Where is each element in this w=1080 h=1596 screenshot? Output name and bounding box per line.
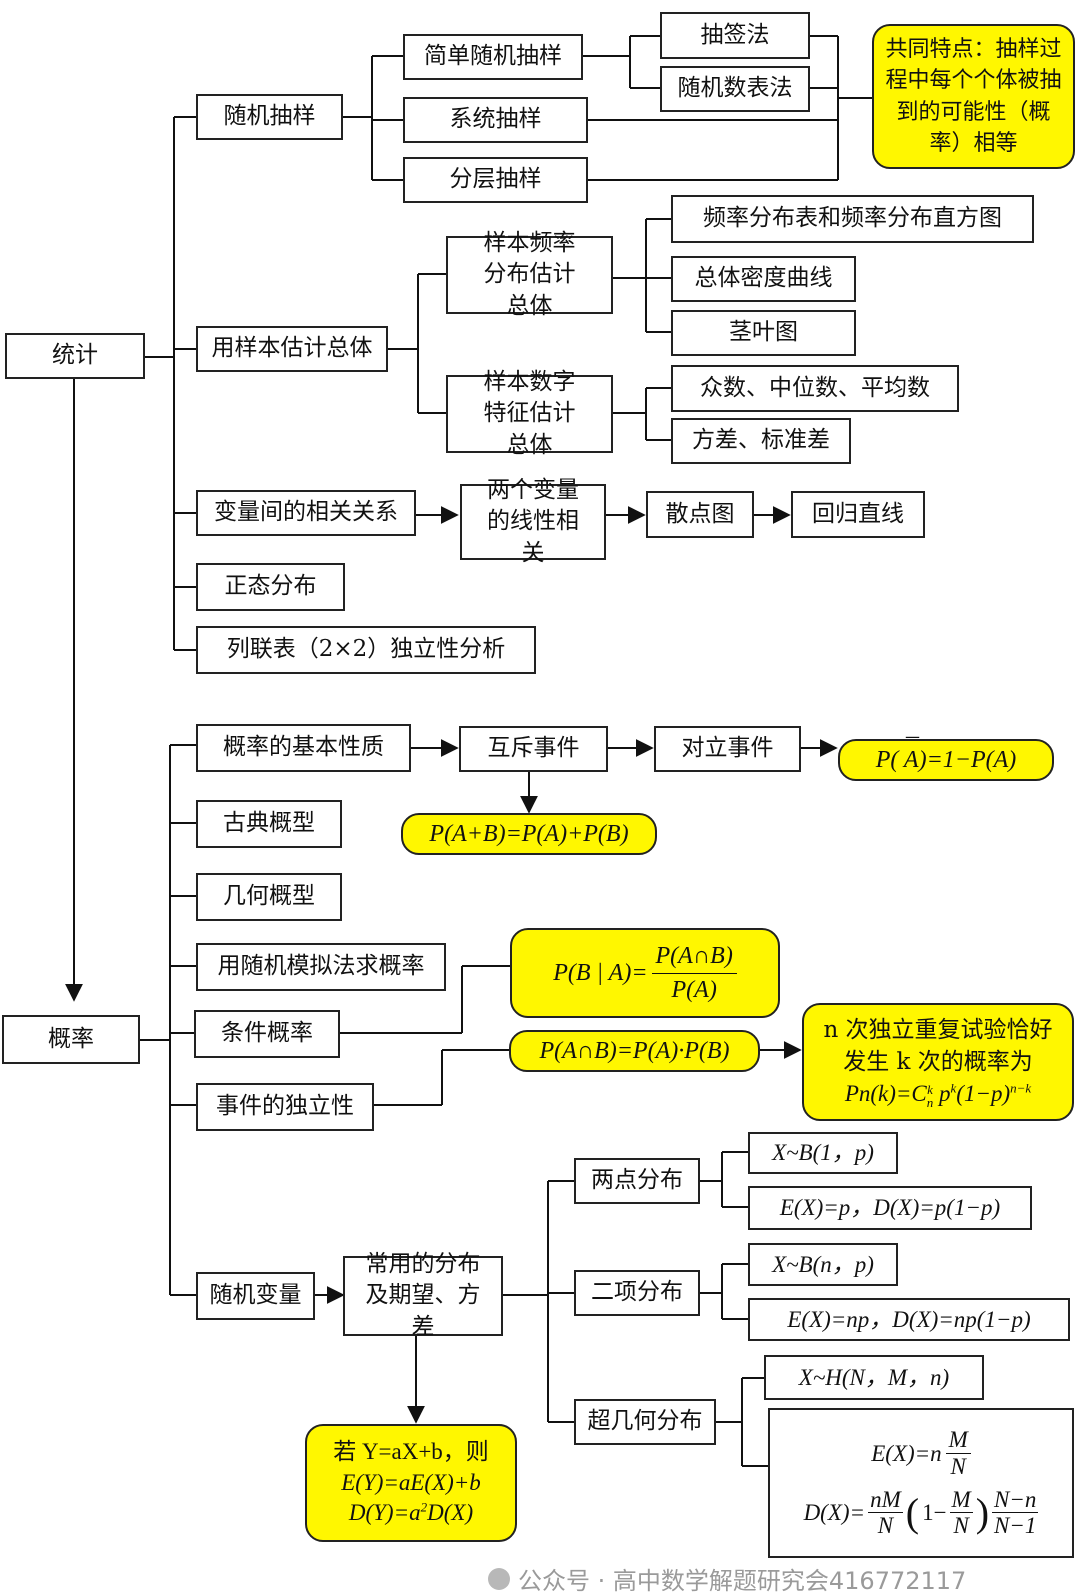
- hyper-d-frac-a: nM N: [868, 1487, 903, 1539]
- node-frequency-distribution: 样本频率分布估计总体: [446, 230, 613, 319]
- node-freq-histogram: 频率分布表和频率分布直方图: [671, 195, 1034, 243]
- node-simulation: 用随机模拟法求概率: [196, 943, 446, 991]
- node-basic-properties: 概率的基本性质: [196, 724, 411, 772]
- node-distributions: 常用的分布及期望、方差: [343, 1251, 503, 1340]
- node-conditional: 条件概率: [194, 1010, 340, 1058]
- node-variance-sd: 方差、标准差: [671, 418, 851, 464]
- hyper-e-num: M: [945, 1427, 971, 1454]
- node-complementary: 对立事件: [654, 726, 801, 772]
- node-estimate-population: 用样本估计总体: [196, 326, 388, 372]
- formula-complement-bar: ¯: [906, 734, 919, 763]
- bernoulli-p: p: [933, 1081, 951, 1107]
- hyper-e-lhs: E(X)=n: [871, 1440, 942, 1466]
- bernoulli-sup-k: k: [927, 1081, 933, 1097]
- formula-binomial-moments: E(X)=np，D(X)=np(1−p): [748, 1298, 1070, 1341]
- node-contingency-table: 列联表（2×2）独立性分析: [196, 626, 536, 674]
- watermark-text: 公众号 · 高中数学解题研究会416772117: [518, 1567, 967, 1595]
- stats-root: 统计: [5, 333, 145, 379]
- linear-line2: E(Y)=aE(X)+b: [341, 1469, 481, 1495]
- bernoulli-exp: n−k: [1010, 1080, 1032, 1096]
- node-random-number-table: 随机数表法: [660, 66, 810, 112]
- formula-linear-transform: 若 Y=aX+b，则 E(Y)=aE(X)+b D(Y)=a2D(X): [305, 1424, 517, 1542]
- node-mutually-exclusive: 互斥事件: [459, 726, 608, 772]
- formula-conditional-numerator: P(A∩B): [651, 940, 737, 974]
- note-bernoulli-line2: 发生 k 次的概率为: [843, 1048, 1033, 1075]
- hyper-variance: D(X)= nM N ( 1− M N ) N−n N−1: [804, 1487, 1039, 1539]
- node-density-curve: 总体密度曲线: [671, 256, 856, 302]
- hyper-d-c-num: N−n: [992, 1487, 1039, 1514]
- node-simple-random-sampling: 简单随机抽样: [403, 34, 583, 80]
- formula-conditional-denominator: P(A): [671, 976, 717, 1003]
- node-independence: 事件的独立性: [196, 1083, 374, 1131]
- formula-two-point-moments: E(X)=p，D(X)=p(1−p): [748, 1186, 1032, 1230]
- node-classical: 古典概型: [196, 800, 342, 848]
- node-numeric-features: 样本数字特征估计总体: [446, 369, 613, 458]
- watermark: 公众号 · 高中数学解题研究会416772117: [488, 1561, 966, 1596]
- bernoulli-rest: (1−p): [956, 1081, 1011, 1107]
- note-bernoulli-line1: n 次独立重复试验恰好: [823, 1016, 1053, 1043]
- node-binomial: 二项分布: [574, 1270, 700, 1316]
- node-stratified-sampling: 分层抽样: [403, 157, 588, 203]
- formula-conditional-lhs: P(B | A)=: [553, 959, 648, 986]
- node-linear-correlation: 两个变量的线性相关: [460, 477, 606, 566]
- hyper-d-one: 1−: [922, 1500, 947, 1526]
- formula-complement: P( A)=1−P(A) ¯: [838, 734, 1054, 781]
- hyper-d-b-den: N: [953, 1513, 969, 1539]
- linear-line3-square: 2: [420, 1499, 428, 1515]
- hyper-e-den: N: [950, 1453, 966, 1479]
- hyper-d-frac-c: N−n N−1: [992, 1487, 1039, 1539]
- linear-line3a: D(Y)=a: [348, 1500, 421, 1526]
- formula-independence: P(A∩B)=P(A)·P(B): [509, 1030, 760, 1072]
- node-normal-distribution: 正态分布: [196, 563, 345, 611]
- node-stem-leaf: 茎叶图: [671, 310, 856, 356]
- note-common-feature: 共同特点：抽样过程中每个个体被抽到的可能性（概率）相等: [872, 24, 1075, 169]
- node-hypergeometric: 超几何分布: [574, 1399, 716, 1445]
- hyper-d-a-den: N: [877, 1513, 894, 1539]
- node-regression-line: 回归直线: [791, 491, 925, 538]
- formula-hyper-moments: E(X)=n M N D(X)= nM N ( 1− M N ) N−n N−1: [768, 1408, 1074, 1558]
- hyper-d-c-den: N−1: [994, 1513, 1037, 1539]
- node-two-point: 两点分布: [574, 1158, 700, 1204]
- formula-binomial-law: X~B(n，p): [748, 1243, 898, 1286]
- node-geometric: 几何概型: [196, 873, 342, 921]
- linear-line3b: D(X): [427, 1500, 474, 1526]
- linear-line1: 若 Y=aX+b，则: [333, 1439, 489, 1465]
- formula-hyper-law: X~H(N，M，n): [764, 1355, 984, 1400]
- formula-conditional-fraction: P(A∩B) P(A): [651, 940, 737, 1006]
- prob-root: 概率: [2, 1015, 140, 1064]
- hyper-e-fraction: M N: [945, 1427, 971, 1479]
- wechat-icon: [488, 1567, 510, 1590]
- hyper-d-frac-b: M N: [949, 1487, 973, 1539]
- node-systematic-sampling: 系统抽样: [403, 97, 588, 143]
- hyper-d-paren-open: (: [905, 1489, 920, 1535]
- formula-two-point-law: X~B(1，p): [748, 1132, 898, 1174]
- hyper-expectation: E(X)=n M N: [871, 1427, 971, 1479]
- linear-line3: D(Y)=a2D(X): [349, 1498, 473, 1528]
- bernoulli-lhs: Pn(k)=C: [844, 1081, 927, 1107]
- node-lottery-method: 抽签法: [660, 12, 810, 59]
- formula-complement-text: P( A)=1−P(A): [875, 746, 1017, 773]
- formula-sum-rule: P(A+B)=P(A)+P(B): [401, 813, 657, 855]
- node-scatter-plot: 散点图: [646, 491, 754, 538]
- node-random-variable: 随机变量: [196, 1272, 315, 1320]
- hyper-d-a-num: nM: [868, 1487, 903, 1514]
- formula-conditional: P(B | A)= P(A∩B) P(A): [510, 928, 780, 1018]
- hyper-d-lhs: D(X)=: [803, 1500, 866, 1526]
- hyper-d-b-num: M: [949, 1487, 973, 1514]
- bernoulli-pk: k: [950, 1080, 957, 1096]
- node-mode-median-mean: 众数、中位数、平均数: [671, 365, 959, 412]
- bernoulli-sub-n: n: [926, 1094, 934, 1110]
- node-random-sampling: 随机抽样: [196, 94, 343, 140]
- hyper-d-paren-close: ): [975, 1489, 990, 1535]
- node-correlation: 变量间的相关关系: [196, 490, 416, 536]
